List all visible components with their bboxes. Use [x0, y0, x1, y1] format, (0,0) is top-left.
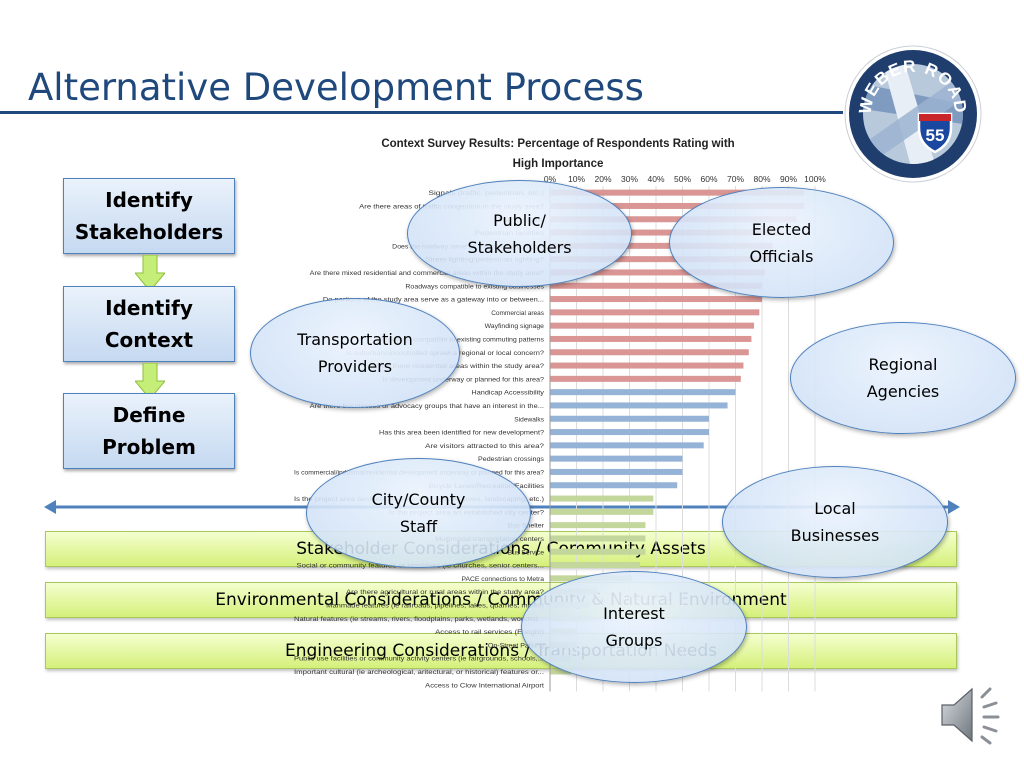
- chart-bar: [550, 535, 646, 542]
- chart-tick-label: 30%: [621, 174, 638, 184]
- chart-category-label: Roadways compatible to existing business…: [405, 283, 544, 290]
- chart-bar: [550, 468, 683, 475]
- survey-bar-chart: Context Survey Results: Percentage of Re…: [294, 138, 826, 692]
- chart-bar: [550, 442, 704, 449]
- chart-bar: [550, 429, 709, 436]
- chart-bar: [550, 322, 755, 329]
- chart-bar: [550, 389, 736, 396]
- step-identify-context: Identify Context: [63, 286, 235, 362]
- chart-category-label: Access to Clow International Airport: [425, 682, 544, 689]
- chart-category-label: Wayfinding signage: [485, 323, 545, 330]
- chart-category-label: Commercial areas: [491, 310, 544, 317]
- chart-category-label: Are there businesses or advocacy groups …: [310, 403, 544, 410]
- chart-bar: [550, 335, 752, 342]
- shield-number: 55: [926, 126, 945, 145]
- chart-tick-label: 20%: [594, 174, 611, 184]
- chart-bar: [550, 482, 678, 489]
- chart-bar: [550, 522, 646, 529]
- chart-category-label: Bus Service: [508, 549, 545, 556]
- weber-road-logo: WEBER ROAD 55: [844, 45, 982, 183]
- chart-bar: [550, 282, 762, 289]
- bubble-transportation-providers: Transportation Providers: [250, 298, 460, 408]
- chart-bar: [550, 402, 728, 409]
- chart-category-label: Are visitors attracted to this area?: [425, 443, 544, 450]
- chart-tick-label: 100%: [804, 174, 826, 184]
- chart-category-label: Pedestrian crossings: [478, 456, 545, 463]
- chart-category-label: Important cultural (ie archeological, ar…: [294, 669, 544, 676]
- chart-category-label: Sidewalks: [514, 416, 544, 423]
- bubble-city-county-staff: City/County Staff: [306, 458, 531, 568]
- chart-bar: [550, 296, 762, 303]
- chart-category-label: Are there residential areas within the s…: [379, 363, 544, 370]
- chart-tick-label: 40%: [647, 174, 664, 184]
- chart-category-label: Access to rail services (Freight): [435, 629, 544, 636]
- chart-bar: [550, 548, 646, 555]
- chart-tick-label: 10%: [568, 174, 585, 184]
- chart-category-label: Handicap Accessibility: [471, 390, 544, 397]
- bubble-regional-agencies: Regional Agencies: [790, 322, 1016, 434]
- chart-category-label: Are there agricultural or rural areas wi…: [346, 589, 544, 596]
- chart-bar: [550, 229, 781, 236]
- chart-bar: [550, 256, 773, 263]
- chart-category-label: PACE connections to Metra: [462, 576, 545, 583]
- bubble-elected-officials: Elected Officials: [669, 187, 894, 298]
- chart-bar: [550, 189, 805, 196]
- step-identify-stakeholders: Identify Stakeholders: [63, 178, 235, 254]
- slide-title: Alternative Development Process: [28, 66, 644, 109]
- title-underline: [0, 111, 843, 114]
- chart-bar: [550, 562, 641, 569]
- chart-category-label: Manmade features (ie railroads, pipeline…: [326, 602, 544, 609]
- chart-category-label: On-Street Parking: [488, 642, 544, 649]
- chart-tick-label: 60%: [700, 174, 717, 184]
- step-define-problem: Define Problem: [63, 393, 235, 469]
- chart-bar: [550, 349, 749, 356]
- chart-bar: [550, 415, 709, 422]
- audio-speaker-icon[interactable]: [938, 683, 1008, 747]
- chart-category-label: Is development underway or planned for t…: [382, 376, 544, 383]
- bubble-public-stakeholders: Public/ Stakeholders: [407, 180, 632, 287]
- chart-bar: [550, 495, 654, 502]
- chart-category-label: Has this area been identified for new de…: [379, 430, 544, 437]
- down-arrow-icon: [135, 363, 165, 399]
- band-engineering-considerations: Engineering Considerations / Transportat…: [45, 633, 957, 669]
- chart-tick-label: 80%: [753, 174, 770, 184]
- down-arrow-icon: [135, 255, 165, 291]
- chart-bar: [550, 362, 744, 369]
- chart-bar: [550, 375, 741, 382]
- interstate-shield-icon: [917, 112, 953, 154]
- chart-title: High Importance: [513, 158, 604, 170]
- bubble-local-businesses: Local Businesses: [722, 466, 948, 578]
- chart-bar: [550, 216, 797, 223]
- chart-category-label: Public use facilities or community activ…: [294, 656, 544, 663]
- chart-category-label: Natural features (ie streams, rivers, fl…: [294, 616, 544, 623]
- bubble-interest-groups: Interest Groups: [521, 571, 747, 683]
- chart-tick-label: 70%: [727, 174, 744, 184]
- chart-bar: [550, 508, 654, 515]
- chart-bar: [550, 269, 765, 276]
- chart-bar: [550, 202, 805, 209]
- chart-bar: [550, 242, 773, 249]
- chart-title: Context Survey Results: Percentage of Re…: [381, 138, 734, 150]
- chart-bar: [550, 455, 683, 462]
- chart-tick-label: 90%: [780, 174, 797, 184]
- chart-bar: [550, 309, 760, 316]
- chart-tick-label: 50%: [674, 174, 691, 184]
- chart-category-label: Are there mixed residential and commerci…: [310, 270, 545, 277]
- chart-category-label: Roadways compatible to existing commutin…: [379, 336, 545, 343]
- chart-category-label: Do portions of the study area serve as a…: [323, 297, 544, 304]
- chart-tick-label: 0%: [544, 174, 557, 184]
- chart-bar: [550, 668, 572, 675]
